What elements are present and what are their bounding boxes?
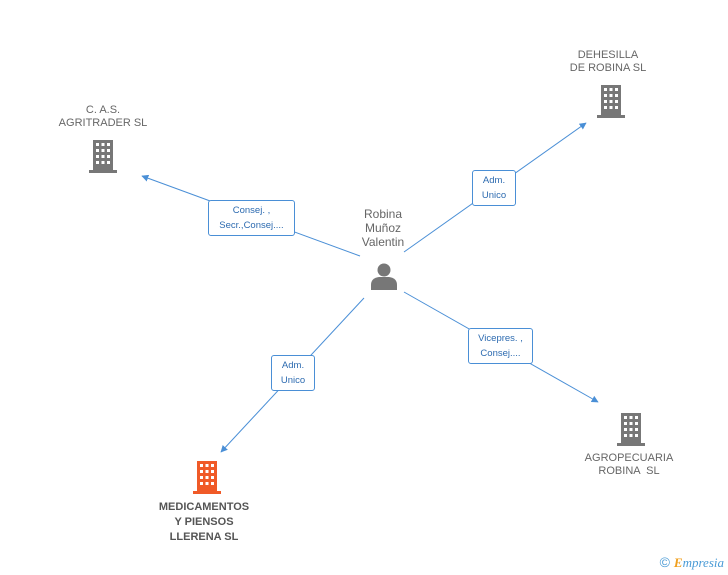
brand-name: mpresia xyxy=(682,555,724,570)
building-icon[interactable] xyxy=(191,460,223,494)
relation-label-medicamentos[interactable]: Adm. Unico xyxy=(271,355,315,391)
brand-initial: E xyxy=(673,555,683,570)
relation-label-dehesilla[interactable]: Adm. Unico xyxy=(472,170,516,206)
company-medicamentos-label[interactable]: MEDICAMENTOS Y PIENSOS LLERENA SL xyxy=(158,501,250,543)
person-name[interactable]: Robina Muñoz Valentin xyxy=(361,207,405,249)
empresia-logo[interactable]: ©Empresia xyxy=(660,554,724,571)
building-icon[interactable] xyxy=(87,139,119,173)
person-icon[interactable] xyxy=(370,262,398,290)
relation-label-agropecuaria[interactable]: Vicepres. , Consej.... xyxy=(468,328,533,364)
company-cas-label[interactable]: C. A.S. AGRITRADER SL xyxy=(58,104,148,129)
building-icon[interactable] xyxy=(615,412,647,446)
building-icon[interactable] xyxy=(595,84,627,118)
company-agropecuaria-label[interactable]: AGROPECUARIA ROBINA SL xyxy=(584,452,674,477)
company-dehesilla-label[interactable]: DEHESILLA DE ROBINA SL xyxy=(569,49,647,74)
relation-label-cas[interactable]: Consej. , Secr.,Consej.... xyxy=(208,200,295,236)
copyright-symbol: © xyxy=(659,554,670,570)
